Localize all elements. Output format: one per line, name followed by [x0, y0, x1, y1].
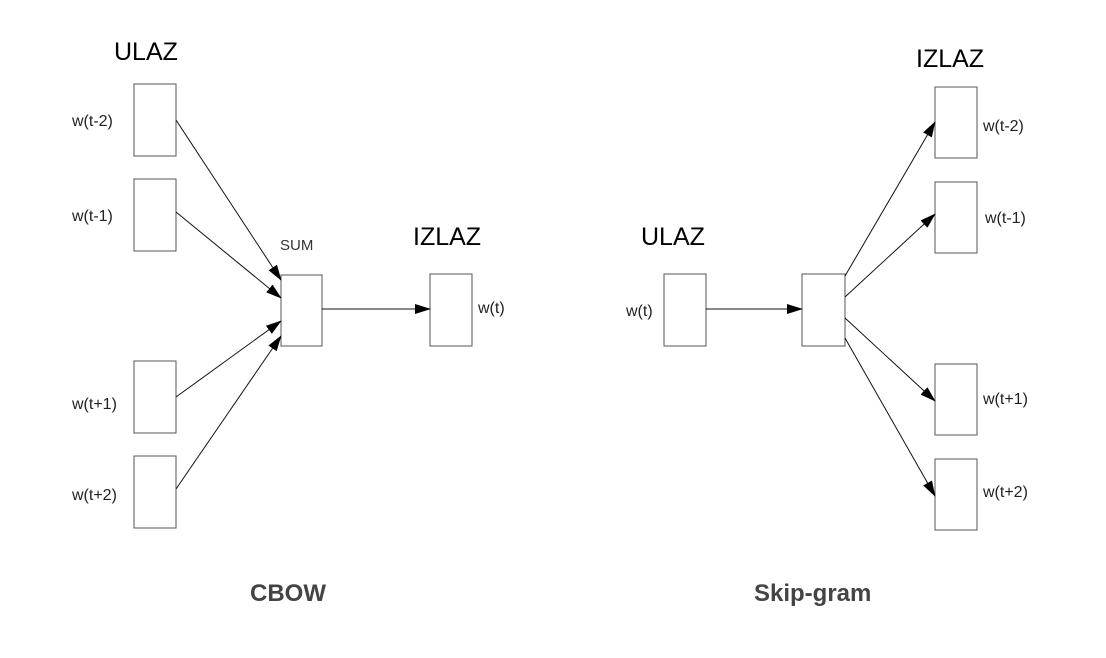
- cbow-arrow-3: [175, 320, 282, 398]
- cbow-arrow-1: [175, 119, 282, 281]
- skipgram-arrow-3: [844, 317, 936, 402]
- skipgram-output-box-3: [934, 363, 978, 436]
- cbow-input-box-3: [133, 360, 177, 434]
- cbow-input-label-3: w(t+1): [71, 396, 117, 413]
- skipgram-arrow-1: [844, 121, 936, 277]
- cbow-output-heading: IZLAZ: [413, 223, 481, 251]
- skipgram-output-box-4: [934, 458, 978, 531]
- skipgram-model-name: Skip-gram: [754, 580, 871, 607]
- skipgram-projection-box: [801, 273, 846, 347]
- cbow-sum-box: [280, 274, 323, 347]
- cbow-model-name: CBOW: [250, 580, 326, 607]
- cbow-arrow-2: [175, 211, 282, 299]
- skipgram-arrow-2: [844, 213, 936, 298]
- skipgram-output-label-4: w(t+2): [982, 484, 1028, 501]
- cbow-input-box-2: [133, 178, 177, 252]
- cbow-output-label: w(t): [477, 300, 505, 317]
- cbow-sum-label: SUM: [280, 237, 313, 254]
- skipgram-output-label-1: w(t-2): [982, 118, 1024, 135]
- cbow-input-label-4: w(t+2): [71, 487, 117, 504]
- skipgram-output-box-1: [934, 86, 978, 159]
- cbow-input-label-2: w(t-1): [71, 208, 113, 225]
- skipgram-diagram: ULAZ w(t) IZLAZ w(t-2) w(t-1) w(t+1) w(t…: [625, 45, 1028, 607]
- skipgram-input-box: [663, 273, 707, 347]
- cbow-input-heading: ULAZ: [114, 38, 178, 66]
- skipgram-output-heading: IZLAZ: [916, 45, 984, 73]
- cbow-diagram: ULAZ w(t-2) w(t-1) w(t+1) w(t+2) SUM IZL…: [71, 38, 505, 607]
- cbow-output-box: [429, 273, 473, 347]
- skipgram-output-label-3: w(t+1): [982, 391, 1028, 408]
- skipgram-input-label: w(t): [625, 303, 653, 320]
- cbow-input-label-1: w(t-2): [71, 113, 113, 130]
- skipgram-output-box-2: [934, 181, 978, 254]
- cbow-input-box-1: [133, 83, 177, 157]
- cbow-input-box-4: [133, 455, 177, 529]
- skipgram-arrow-4: [844, 337, 936, 497]
- skipgram-output-label-2: w(t-1): [984, 210, 1026, 227]
- skipgram-input-heading: ULAZ: [641, 223, 705, 251]
- cbow-arrow-4: [175, 335, 282, 490]
